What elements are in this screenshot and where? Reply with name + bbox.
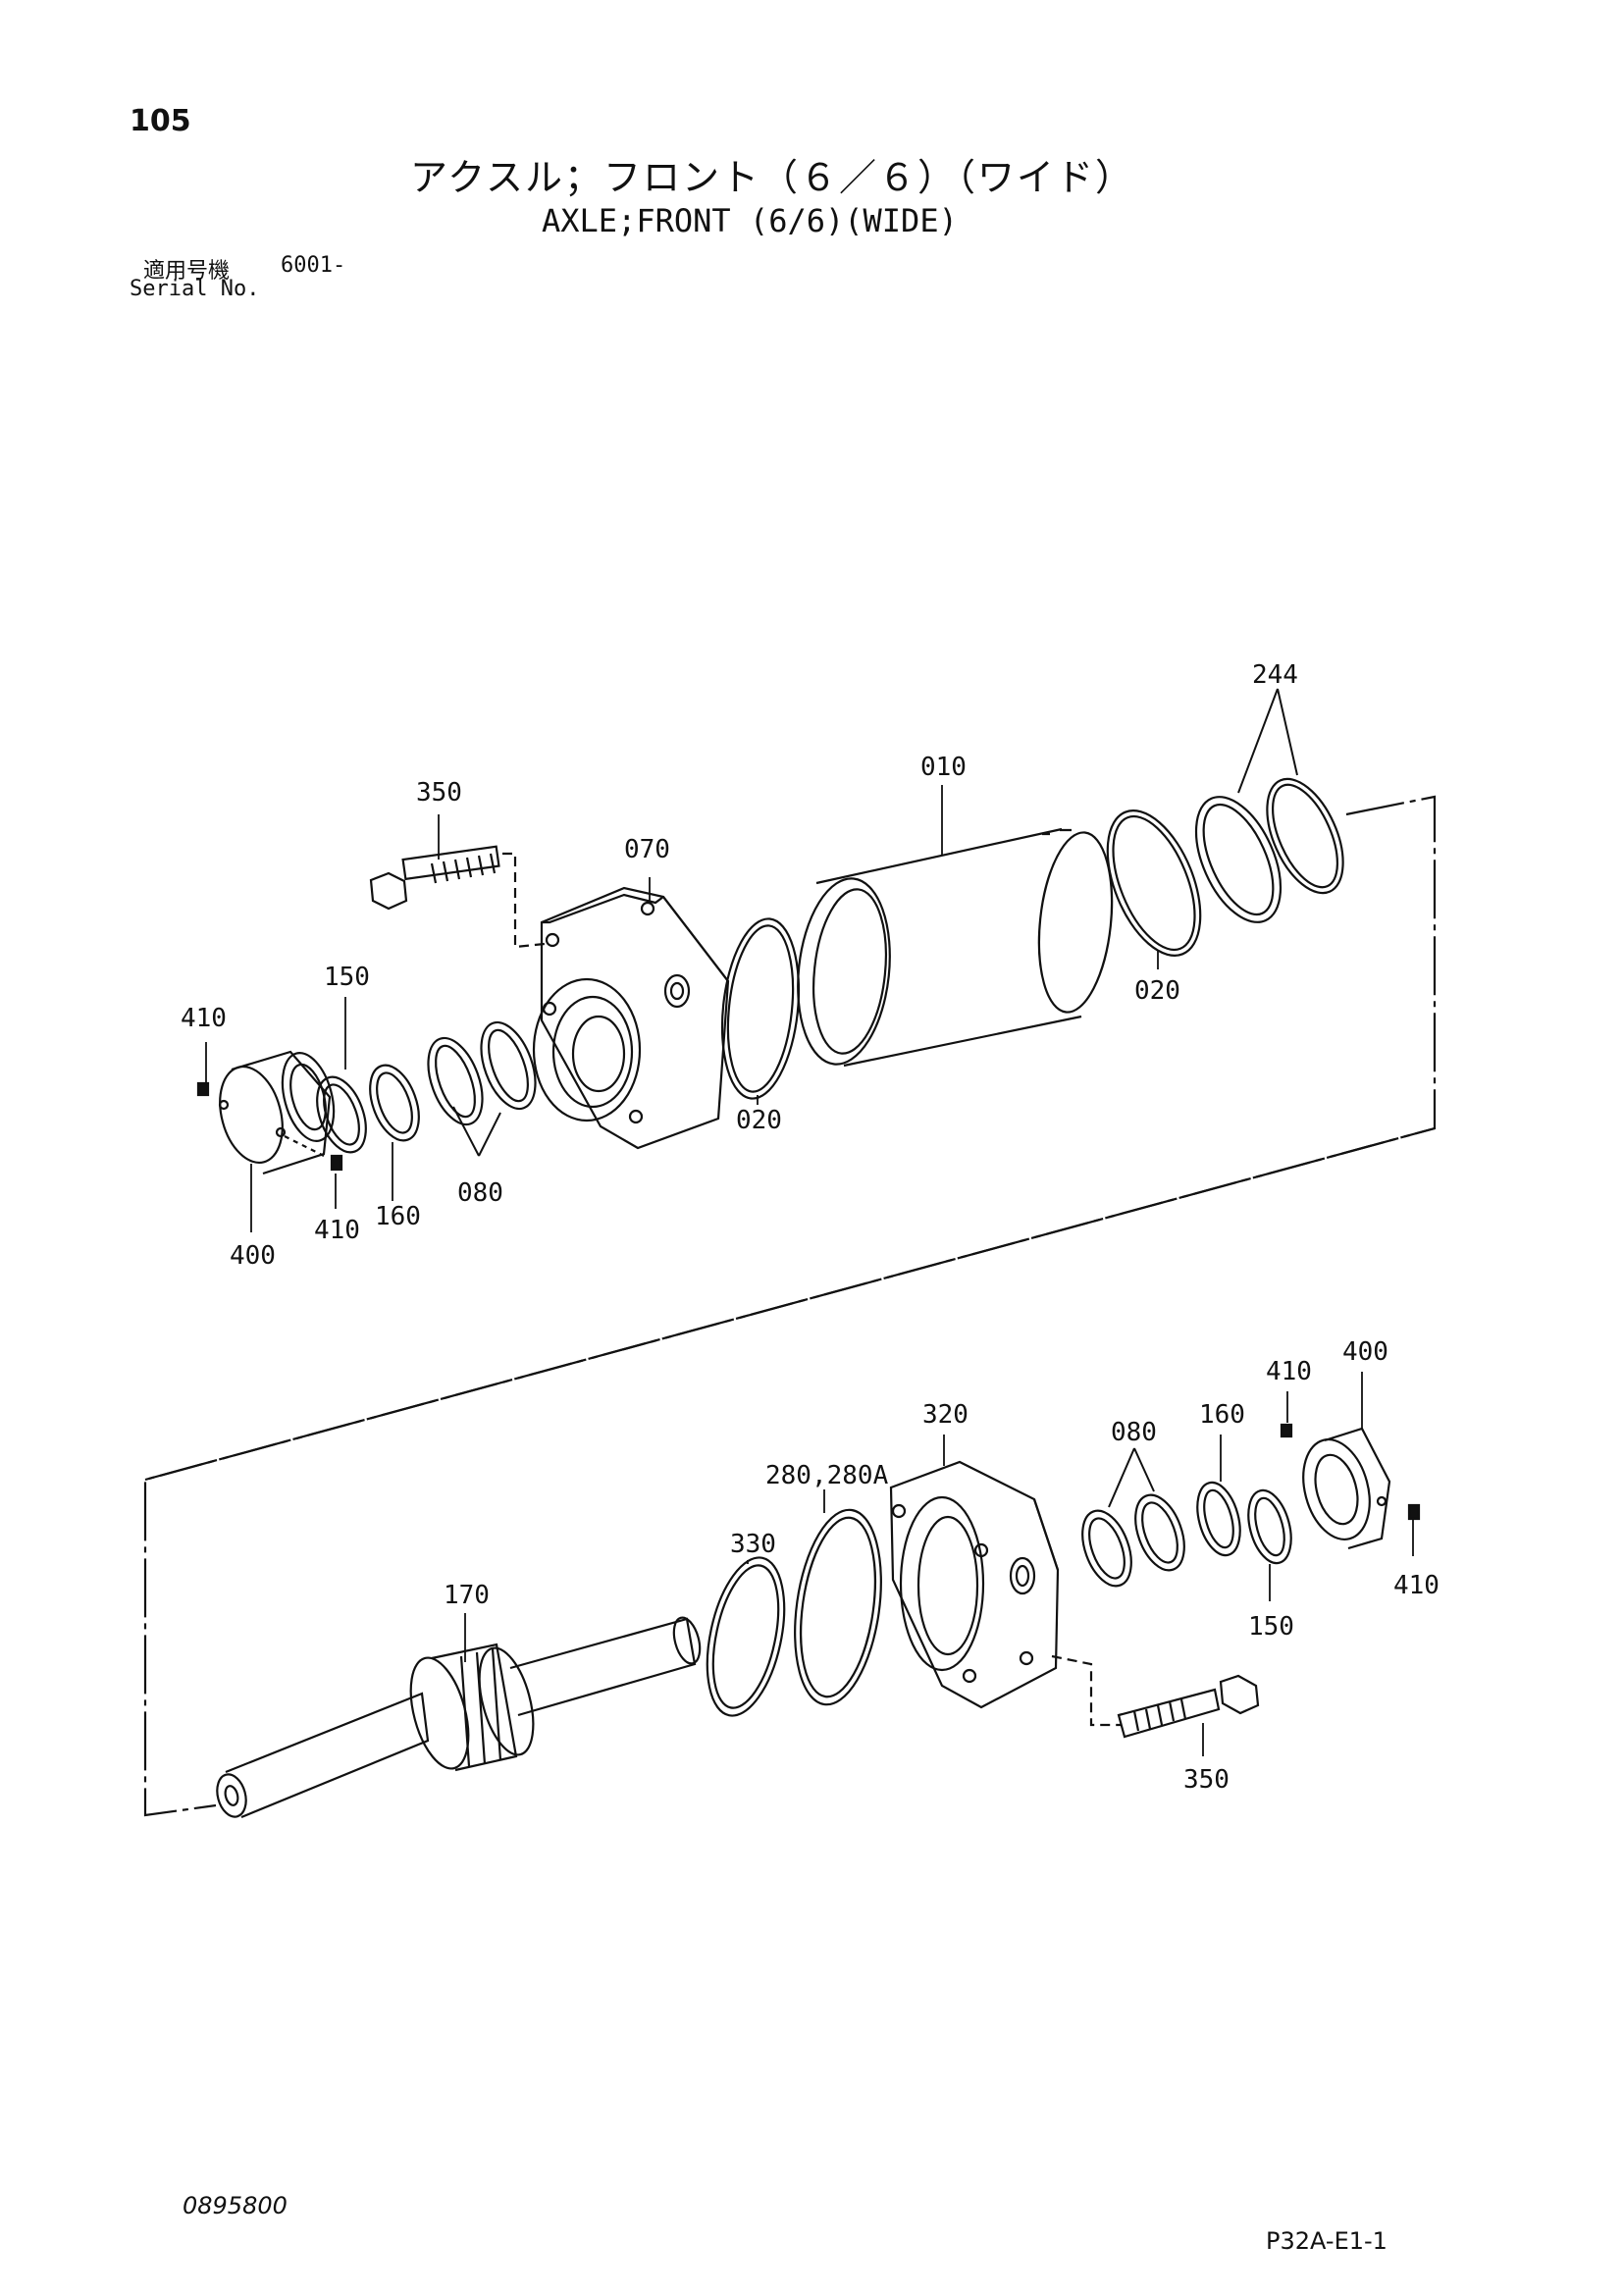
set-screw-410-top-bottom — [330, 1154, 343, 1172]
ring-150-top — [316, 1075, 367, 1154]
callout-labels: 244 010 350 070 020 020 150 410 410 160 … — [181, 660, 1440, 1795]
serial-value: 6001- — [281, 253, 346, 278]
callout-280: 280,280A — [765, 1461, 889, 1490]
document-number: 0895800 — [183, 2192, 288, 2219]
title-japanese: アクスル；フロント（６／６）（ワイド） — [410, 156, 1134, 199]
ring-244-a — [1194, 796, 1283, 923]
sheet-code: P32A-E1-1 — [1266, 2227, 1387, 2255]
nut-400-bottom — [1302, 1427, 1391, 1550]
callout-150-top: 150 — [324, 963, 370, 992]
callout-400-bottom: 400 — [1342, 1337, 1388, 1367]
ring-160-top — [369, 1064, 420, 1142]
ring-080-top-b — [480, 1020, 537, 1111]
leader-lines — [205, 785, 1414, 1756]
callout-160-top: 160 — [375, 1202, 421, 1231]
ring-150-bottom — [1247, 1488, 1292, 1565]
serial-label-japanese: 適用号機 — [143, 259, 231, 284]
callout-010: 010 — [920, 753, 967, 782]
callout-350-top: 350 — [416, 778, 462, 808]
callout-320: 320 — [922, 1400, 969, 1430]
ring-160-bottom — [1196, 1481, 1241, 1557]
bolt-350-top — [369, 845, 546, 949]
callout-244: 244 — [1252, 660, 1298, 690]
callout-410-top-bottom: 410 — [314, 1216, 360, 1245]
serial-label-english: Serial No. — [130, 277, 260, 301]
callout-330: 330 — [730, 1530, 776, 1559]
callout-160-bottom: 160 — [1199, 1400, 1245, 1430]
callout-170: 170 — [444, 1581, 490, 1610]
ring-080-bottom-a — [1081, 1509, 1132, 1588]
callout-080-top: 080 — [457, 1178, 503, 1208]
callout-020-right: 020 — [1134, 976, 1180, 1006]
callout-070: 070 — [624, 835, 670, 864]
ring-080-bottom-b — [1134, 1493, 1185, 1572]
callout-400-top: 400 — [230, 1241, 276, 1271]
callout-350-bottom: 350 — [1183, 1765, 1230, 1795]
cylinder-tube-010 — [797, 827, 1114, 1068]
ring-080-top-a — [427, 1036, 484, 1126]
callout-410-bottom-right: 410 — [1393, 1571, 1440, 1600]
ring-280 — [794, 1508, 882, 1706]
bolt-350-bottom — [1117, 1674, 1260, 1739]
callout-020-left: 020 — [736, 1106, 782, 1135]
piston-rod-170 — [216, 1616, 702, 1819]
callout-150-bottom: 150 — [1248, 1612, 1294, 1642]
callout-080-bottom: 080 — [1111, 1418, 1157, 1447]
set-screw-410-bottom-right — [1407, 1503, 1421, 1521]
ring-244-b — [1266, 777, 1344, 895]
o-ring-020-left — [720, 917, 801, 1100]
callout-410-bottom-top: 410 — [1266, 1357, 1312, 1386]
title-english: AXLE;FRONT (6/6)(WIDE) — [542, 202, 958, 239]
nut-400-top — [218, 1050, 336, 1175]
head-block-320 — [889, 1460, 1121, 1727]
flange-block-070 — [532, 886, 730, 1150]
page-number: 105 — [130, 104, 191, 138]
o-ring-020-right — [1106, 809, 1202, 957]
assembly-frame-lines — [143, 795, 1437, 1817]
set-screw-410-bottom-top — [1280, 1423, 1293, 1438]
callout-410-top-left: 410 — [181, 1004, 227, 1033]
ring-330 — [706, 1556, 786, 1717]
set-screw-410-top-left — [196, 1081, 210, 1097]
